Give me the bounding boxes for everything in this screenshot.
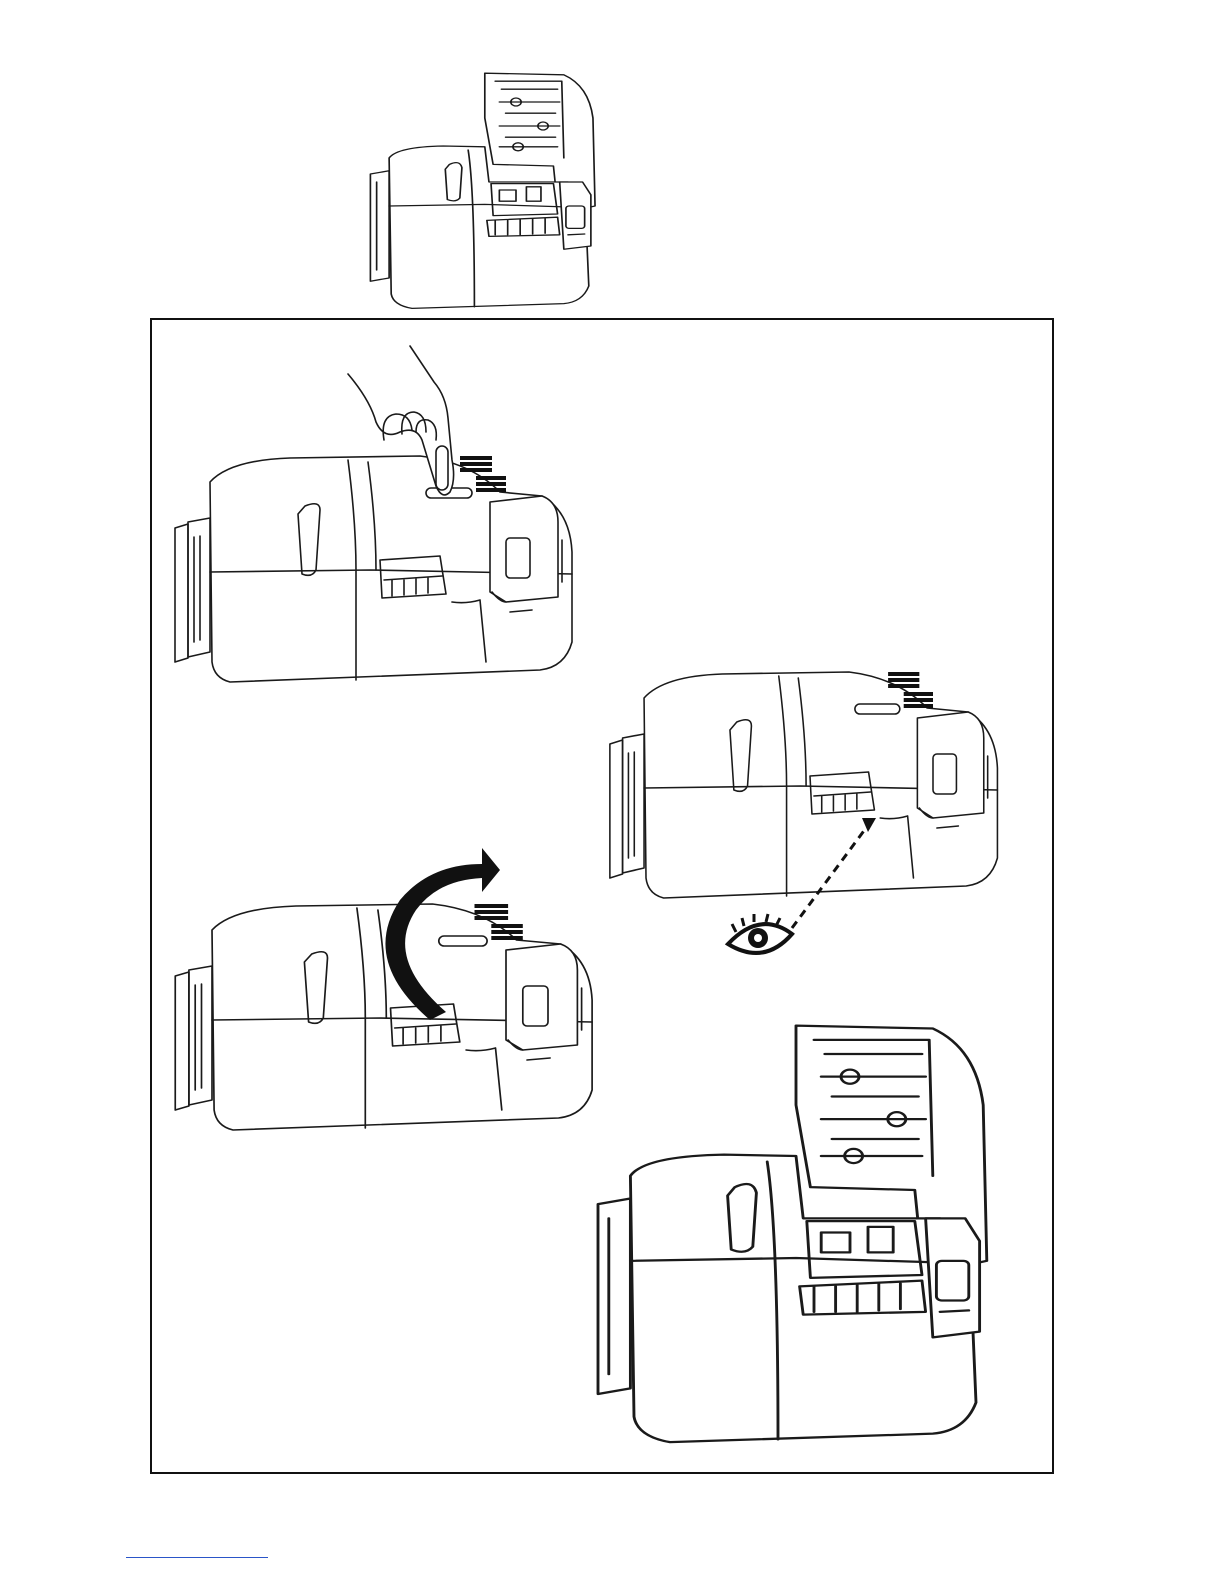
figure-printer-open-bottom	[580, 1020, 1030, 1445]
printer-open-icon	[360, 70, 620, 310]
figure-press-release-button	[170, 340, 590, 685]
eye-icon	[728, 914, 792, 953]
printer-open-icon	[580, 1020, 1030, 1445]
footer-link-rule	[126, 1557, 268, 1558]
inspect-eye-indicator	[720, 810, 890, 960]
figure-lift-lid	[170, 830, 620, 1145]
figure-printer-open-top	[360, 70, 620, 310]
